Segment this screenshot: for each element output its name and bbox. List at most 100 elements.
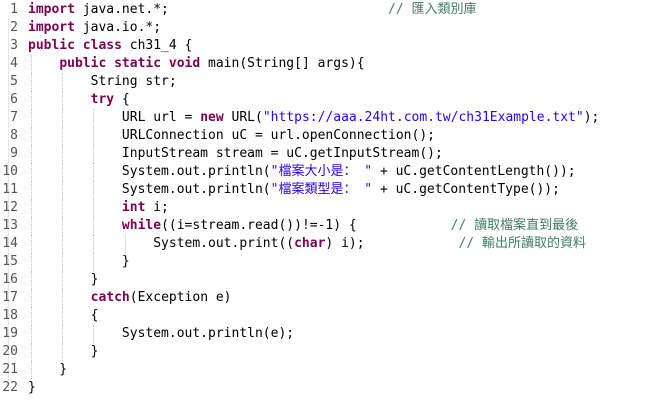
code-token <box>28 56 59 71</box>
line-number: 11 <box>2 182 18 197</box>
code-token: } <box>28 362 68 377</box>
code-token: System.out.println(e); <box>28 326 295 341</box>
line-number: 2 <box>10 20 18 35</box>
code-line[interactable]: 7 URL url = new URL("https://aaa.24ht.co… <box>0 109 660 127</box>
code-token: } <box>28 344 99 359</box>
code-text: import java.net.*; // 匯入類別庫 <box>28 1 477 19</box>
code-line[interactable]: 1 import java.net.*; // 匯入類別庫 <box>0 1 660 19</box>
indent-guide <box>31 55 32 73</box>
code-line[interactable]: 20 } <box>0 343 660 361</box>
code-line[interactable]: 2 import java.io.*; <box>0 19 660 37</box>
code-token: (Exception e) <box>129 290 232 305</box>
code-text: import java.io.*; <box>28 19 161 37</box>
comment-token: // 匯入類別庫 <box>388 2 477 17</box>
indent-guide <box>31 217 32 235</box>
code-text: int i; <box>28 199 169 217</box>
line-number: 17 <box>2 290 18 305</box>
indent-guide <box>62 307 64 325</box>
code-line[interactable]: 10 System.out.println("檔案大小是： " + uC.get… <box>0 163 660 181</box>
line-number: 20 <box>2 344 18 359</box>
code-token: ((i=stream.read())!=-1) { <box>161 218 451 233</box>
keyword-token: try <box>90 92 115 107</box>
code-text: System.out.println("檔案類型是： " + uC.getCon… <box>28 181 560 199</box>
indent-guide <box>31 325 32 343</box>
code-token: + uC.getContentLength()); <box>372 164 576 179</box>
indent-guide <box>31 253 32 271</box>
code-text: URL url = new URL("https://aaa.24ht.com.… <box>28 109 599 127</box>
gutter-divider <box>8 18 9 388</box>
code-line[interactable]: 9 InputStream stream = uC.getInputStream… <box>0 145 660 163</box>
code-text: } <box>28 253 130 271</box>
code-token: main(String[] args){ <box>200 56 365 71</box>
indent-guide <box>93 199 95 217</box>
indent-guide <box>62 199 64 217</box>
keyword-token: while <box>121 218 162 233</box>
indent-guide <box>62 109 64 127</box>
code-text: { <box>28 307 99 325</box>
indent-guide <box>31 361 32 379</box>
indent-guide <box>62 217 64 235</box>
line-number: 5 <box>10 74 18 89</box>
indent-guide <box>31 109 32 127</box>
indent-guide <box>62 127 64 145</box>
code-text: System.out.print((char) i); // 輸出所讀取的資料 <box>28 235 586 253</box>
indent-guide <box>31 271 32 289</box>
code-line[interactable]: 5 String str; <box>0 73 660 91</box>
indent-guide <box>62 73 64 91</box>
line-number: 16 <box>2 272 18 287</box>
string-token: "檔案大小是： " <box>270 164 373 179</box>
code-text: public class ch31_4 { <box>28 37 192 55</box>
code-token <box>28 290 91 305</box>
code-line[interactable]: 6 try { <box>0 91 660 109</box>
line-number: 19 <box>2 326 18 341</box>
code-token: i; <box>145 200 169 215</box>
indent-guide <box>93 253 95 271</box>
code-token: ch31_4 { <box>121 38 193 53</box>
code-token: System.out.print(( <box>28 236 295 251</box>
code-token: URL url = <box>28 110 201 125</box>
code-text: catch(Exception e) <box>28 289 232 307</box>
line-number: 15 <box>2 254 18 269</box>
indent-guide <box>62 181 64 199</box>
keyword-token: char <box>294 236 326 251</box>
indent-guide <box>62 145 64 163</box>
code-line[interactable]: 17 catch(Exception e) <box>0 289 660 307</box>
code-line[interactable]: 8 URLConnection uC = url.openConnection(… <box>0 127 660 145</box>
indent-guide <box>31 163 32 181</box>
code-text: public static void main(String[] args){ <box>28 55 365 73</box>
code-text: while((i=stream.read())!=-1) { // 讀取檔案直到… <box>28 217 578 235</box>
code-line[interactable]: 18 { <box>0 307 660 325</box>
code-line[interactable]: 14 System.out.print((char) i); // 輸出所讀取的… <box>0 235 660 253</box>
code-token: } <box>28 254 130 269</box>
code-token <box>28 200 122 215</box>
code-line[interactable]: 13 while((i=stream.read())!=-1) { // 讀取檔… <box>0 217 660 235</box>
code-token: } <box>28 272 99 287</box>
code-line[interactable]: 21 } <box>0 361 660 379</box>
code-line[interactable]: 15 } <box>0 253 660 271</box>
code-text: } <box>28 343 99 361</box>
line-number: 1 <box>10 2 18 17</box>
indent-guide <box>31 127 32 145</box>
code-token: java.net.*; <box>74 2 169 17</box>
comment-token: // 輸出所讀取的資料 <box>458 236 586 251</box>
indent-guide <box>31 91 32 109</box>
line-number: 4 <box>10 56 18 71</box>
string-token: "檔案類型是： " <box>270 182 373 197</box>
code-line[interactable]: 12 int i; <box>0 199 660 217</box>
code-text: String str; <box>28 73 177 91</box>
code-line[interactable]: 16 } <box>0 271 660 289</box>
code-line[interactable]: 11 System.out.println("檔案類型是： " + uC.get… <box>0 181 660 199</box>
indent-guide <box>93 163 95 181</box>
code-line[interactable]: 22} <box>0 379 660 397</box>
line-number: 7 <box>10 110 18 125</box>
line-number: 21 <box>2 362 18 377</box>
code-line[interactable]: 19 System.out.println(e); <box>0 325 660 343</box>
code-text: System.out.println("檔案大小是： " + uC.getCon… <box>28 163 576 181</box>
indent-guide <box>62 253 64 271</box>
indent-guide <box>62 271 64 289</box>
code-token <box>169 2 388 17</box>
code-token: System.out.println( <box>28 164 271 179</box>
code-line[interactable]: 4 public static void main(String[] args)… <box>0 55 660 73</box>
